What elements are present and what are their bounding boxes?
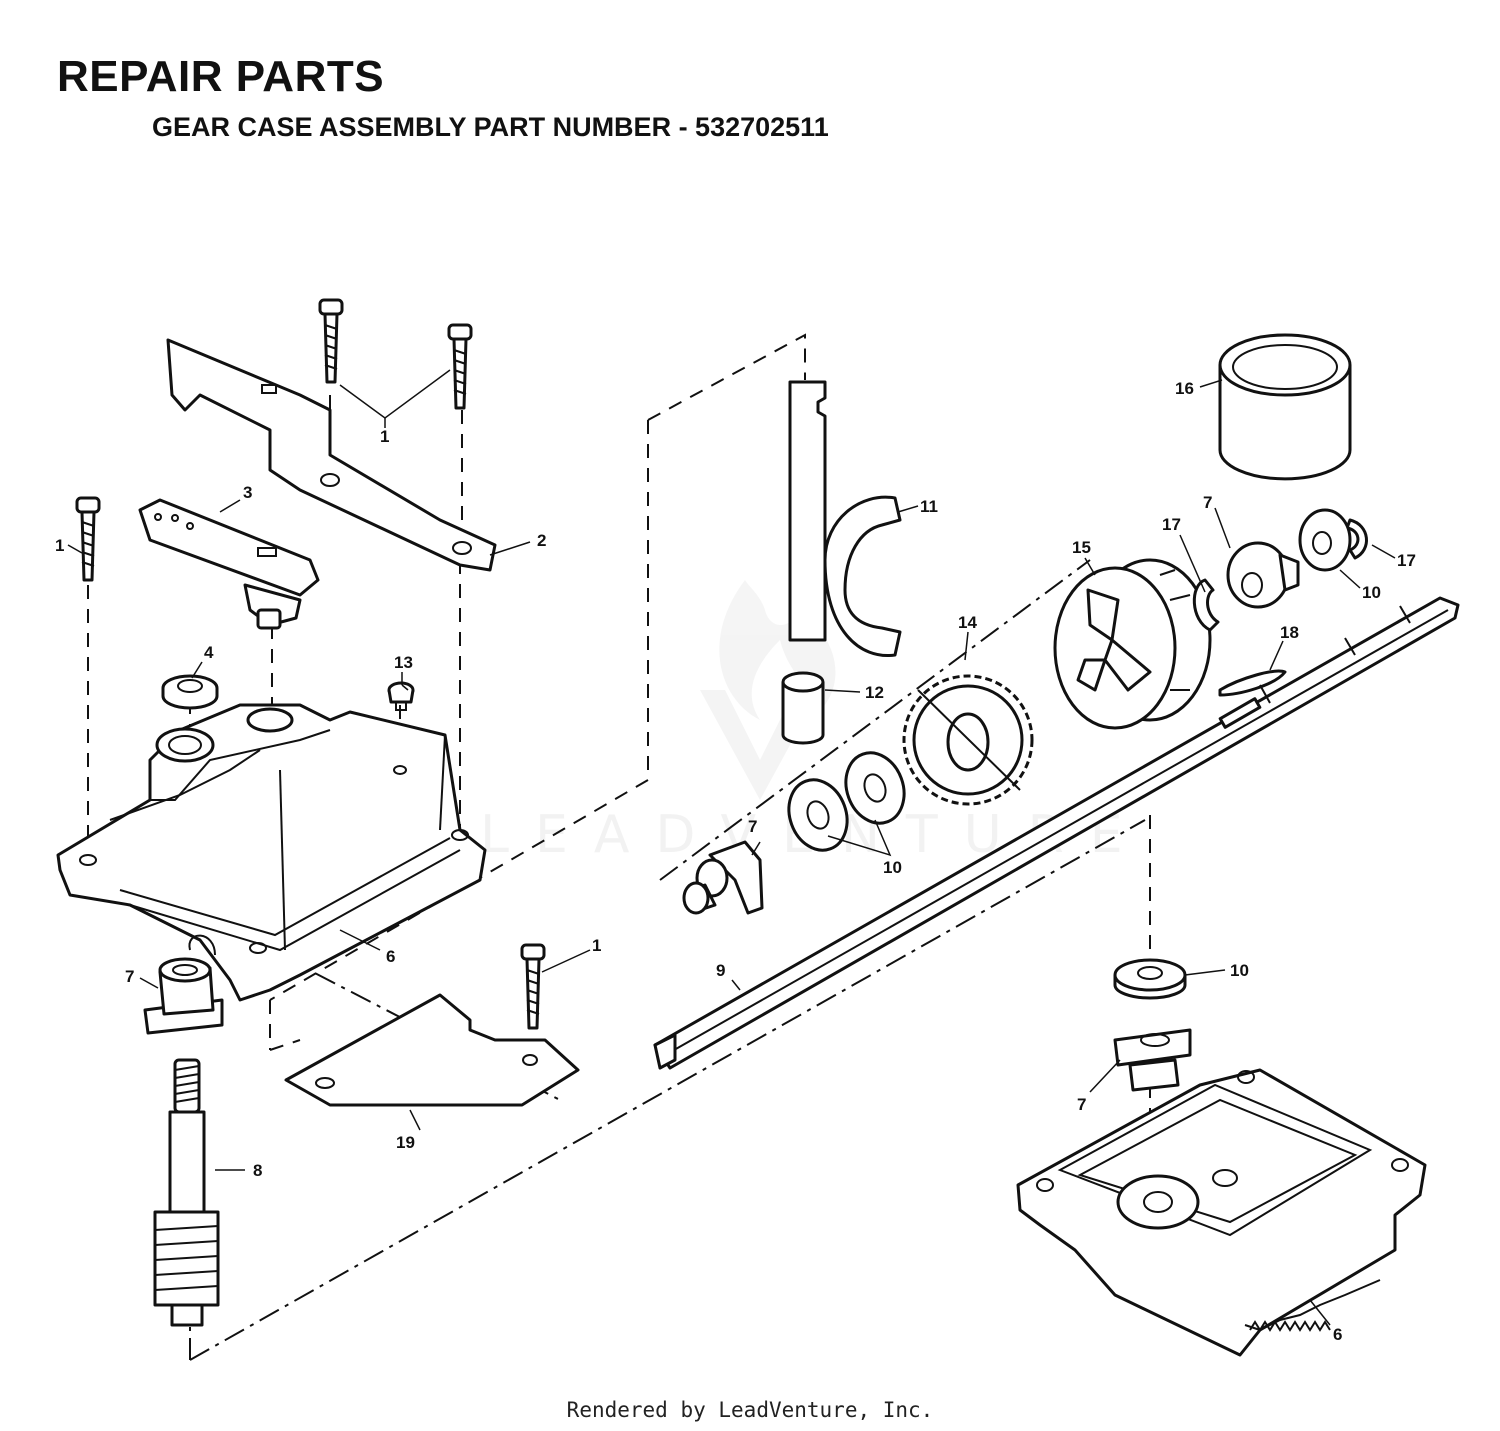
callout-3: 3 [243,483,252,502]
callout-10-center: 10 [883,858,902,877]
part-6-lower-housing [1016,1068,1427,1357]
part-10-washer-right-top [1298,508,1352,572]
part-3-shift-lever [138,498,320,630]
page-title: REPAIR PARTS [57,52,385,101]
callout-2: 2 [537,531,546,550]
callout-17-left: 17 [1162,515,1181,534]
part-7-bushing-right-bottom [1113,1028,1192,1092]
part-7-bushing-left [143,957,224,1035]
part-16-sleeve [1218,333,1352,481]
callout-6-housing: 6 [386,947,395,966]
footer-credit: Rendered by LeadVenture, Inc. [566,1398,934,1422]
part-19-plate [284,993,580,1107]
part-15-pulley [1053,558,1212,730]
part-9-axle-shaft [653,596,1460,1070]
part-1-screws-top [318,298,473,410]
callout-7-right-bottom: 7 [1077,1095,1086,1114]
part-10-washers-center [787,751,906,852]
part-12-spacer [781,671,825,745]
callout-7-right-top: 7 [1203,493,1212,512]
callout-labels: 1 1 1 2 3 4 6 6 7 7 7 7 8 9 10 10 10 11 … [55,379,1416,1344]
callout-7-left: 7 [125,967,134,986]
callout-4: 4 [204,643,214,662]
callout-10-right-top: 10 [1362,583,1381,602]
part-17-retaining-rings [1192,518,1368,632]
callout-10-right-bottom: 10 [1230,961,1249,980]
callout-1-top: 1 [380,427,389,446]
part-14-gear [902,674,1034,806]
part-1-screw-left [75,496,101,582]
part-11-shift-fork [788,380,902,658]
callout-8: 8 [253,1161,262,1180]
callout-16: 16 [1175,379,1194,398]
callout-1-left: 1 [55,536,64,555]
part-4-washer [161,674,219,710]
part-7-bushing-right-top [1226,541,1300,609]
callout-18: 18 [1280,623,1299,642]
part-10-washer-right-bottom [1113,958,1187,1000]
callout-12: 12 [865,683,884,702]
callout-15: 15 [1072,538,1091,557]
callout-14: 14 [958,613,977,632]
callout-11: 11 [920,497,938,516]
callout-leaders [67,369,1396,1326]
part-7-bushing-center [682,840,764,915]
part-2-bracket [166,338,497,572]
part-18-key [1218,669,1287,697]
callout-19: 19 [396,1133,415,1152]
callout-6-bottom: 6 [1333,1325,1342,1344]
callout-7-center: 7 [748,817,757,836]
callout-13: 13 [394,653,413,672]
callout-17-right: 17 [1397,551,1416,570]
assembly-subtitle: GEAR CASE ASSEMBLY PART NUMBER - 5327025… [152,112,829,142]
part-13-plug [387,681,415,711]
part-6-upper-housing [56,703,487,1002]
callout-9: 9 [716,961,725,980]
part-1-screw-bottom [520,943,546,1030]
callout-1-bottom: 1 [592,936,601,955]
part-8-worm-shaft [153,1058,220,1327]
